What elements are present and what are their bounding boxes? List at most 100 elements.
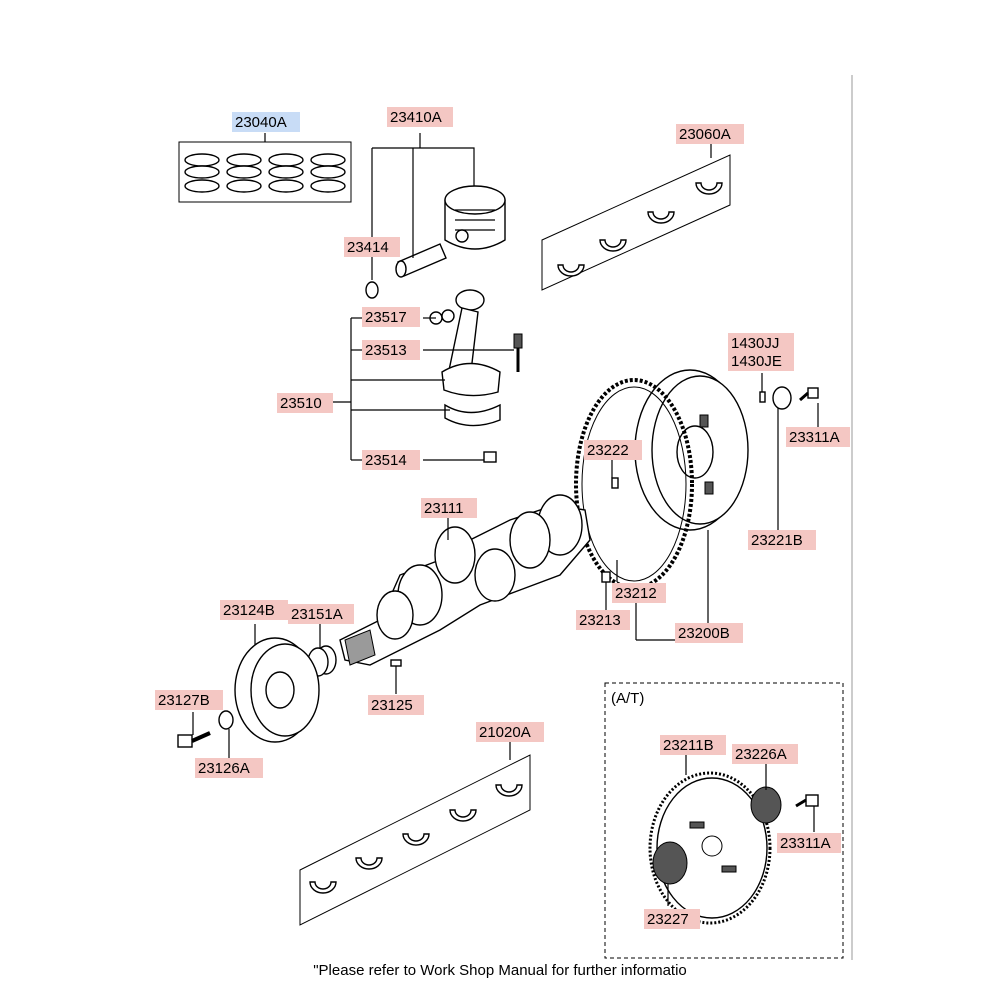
part-label-text: 23111	[424, 500, 464, 517]
part-label-text: 23311A	[780, 835, 831, 852]
part-label-23513[interactable]: 23513	[362, 340, 420, 360]
pilot-bearing-part	[759, 386, 792, 410]
snap-ring-part	[365, 281, 379, 299]
part-label-23514[interactable]: 23514	[362, 450, 420, 470]
flywheel-bolt-part	[799, 387, 819, 402]
part-label-box	[362, 340, 420, 360]
part-label-23222[interactable]: 23222	[584, 440, 642, 460]
pulley-washer-part	[218, 710, 234, 730]
part-label-box	[644, 909, 700, 929]
part-label-23212[interactable]: 23212	[612, 583, 666, 603]
part-label-1430jj[interactable]: 1430JJ	[728, 333, 794, 353]
part-label-23311a[interactable]: 23311A	[777, 833, 841, 853]
part-label-text: 23221B	[751, 532, 803, 549]
part-label-box	[660, 735, 726, 755]
part-label-box	[728, 333, 794, 353]
part-label-text: 23125	[371, 697, 413, 714]
crankshaft-part	[339, 494, 591, 666]
woodruff-key-part	[390, 659, 402, 667]
part-label-box	[612, 583, 666, 603]
part-label-box	[220, 600, 288, 620]
rod-bolt-part	[513, 333, 523, 372]
part-label-text: 23517	[365, 309, 407, 326]
part-label-23414[interactable]: 23414	[344, 237, 400, 257]
part-label-23124b[interactable]: 23124B	[220, 600, 288, 620]
part-label-text: 23414	[347, 239, 389, 256]
part-label-text: 1430JE	[731, 353, 782, 370]
piston-rings-part	[178, 141, 352, 203]
part-label-box	[476, 722, 544, 742]
part-label-text: 23510	[280, 395, 322, 412]
part-label-box	[155, 690, 223, 710]
part-label-23410a[interactable]: 23410A	[387, 107, 453, 127]
part-label-box	[732, 744, 798, 764]
part-label-text: 23151A	[291, 606, 343, 623]
dowel-pin-part	[611, 477, 619, 489]
part-label-box	[675, 623, 743, 643]
ring-gear-part	[574, 378, 694, 590]
part-label-23127b[interactable]: 23127B	[155, 690, 223, 710]
part-label-21020a[interactable]: 21020A	[476, 722, 544, 742]
part-label-23510[interactable]: 23510	[277, 393, 333, 413]
at-section-box	[604, 682, 844, 959]
part-label-box	[344, 237, 400, 257]
main-bearing-set-bottom-part	[299, 754, 531, 926]
part-label-23111[interactable]: 23111	[421, 498, 477, 518]
part-label-box	[368, 695, 424, 715]
part-label-text: 23127B	[158, 692, 210, 709]
rod-nut-part	[483, 451, 497, 463]
drive-plate-part	[648, 771, 772, 925]
part-label-text: 23211B	[663, 737, 714, 754]
ring-gear-bolt-part	[601, 571, 611, 583]
part-label-box	[387, 107, 453, 127]
main-bearing-set-top-part	[541, 154, 731, 291]
part-label-23151a[interactable]: 23151A	[288, 604, 354, 624]
part-label-box	[676, 124, 744, 144]
part-label-box	[362, 307, 420, 327]
piston-part	[444, 185, 506, 250]
footer-note: "Please refer to Work Shop Manual for fu…	[313, 962, 687, 979]
part-label-text: 23212	[615, 585, 657, 602]
part-label-text: 23410A	[390, 109, 442, 126]
part-label-23517[interactable]: 23517	[362, 307, 420, 327]
part-label-text: 23060A	[679, 126, 731, 143]
part-label-text: 23227	[647, 911, 689, 928]
part-label-23221b[interactable]: 23221B	[748, 530, 816, 550]
part-label-23040a[interactable]: 23040A	[232, 112, 300, 132]
adapter-spacer-part	[652, 841, 688, 885]
part-label-text: 23126A	[198, 760, 250, 777]
part-label-box	[277, 393, 333, 413]
part-label-text: 23311A	[789, 429, 840, 446]
part-label-23311a[interactable]: 23311A	[786, 427, 850, 447]
adapter-plate-part	[750, 786, 782, 824]
part-label-text: 23513	[365, 342, 407, 359]
pulley-bolt-part	[177, 731, 211, 748]
part-label-text: 23226A	[735, 746, 787, 763]
part-label-23060a[interactable]: 23060A	[676, 124, 744, 144]
part-label-text: 23200B	[678, 625, 730, 642]
part-label-1430je[interactable]: 1430JE	[728, 351, 794, 371]
part-label-23213[interactable]: 23213	[576, 610, 630, 630]
part-label-23227[interactable]: 23227	[644, 909, 700, 929]
part-label-23125[interactable]: 23125	[368, 695, 424, 715]
part-label-text: 1430JJ	[731, 335, 779, 352]
part-label-box	[195, 758, 263, 778]
part-label-text: 21020A	[479, 724, 531, 741]
part-label-23226a[interactable]: 23226A	[732, 744, 798, 764]
part-label-text: 23040A	[235, 114, 287, 131]
part-label-box	[777, 833, 841, 853]
part-label-23200b[interactable]: 23200B	[675, 623, 743, 643]
drive-plate-bolt-part	[795, 794, 819, 808]
part-label-text: 23213	[579, 612, 621, 629]
connecting-rod-part	[429, 289, 501, 427]
at-section-label: (A/T)	[611, 690, 644, 707]
part-label-23126a[interactable]: 23126A	[195, 758, 263, 778]
part-label-box	[288, 604, 354, 624]
part-label-box	[232, 112, 300, 132]
part-label-box	[728, 351, 794, 371]
part-label-box	[362, 450, 420, 470]
part-label-box	[786, 427, 850, 447]
piston-pin-part	[395, 243, 447, 278]
part-label-23211b[interactable]: 23211B	[660, 735, 726, 755]
